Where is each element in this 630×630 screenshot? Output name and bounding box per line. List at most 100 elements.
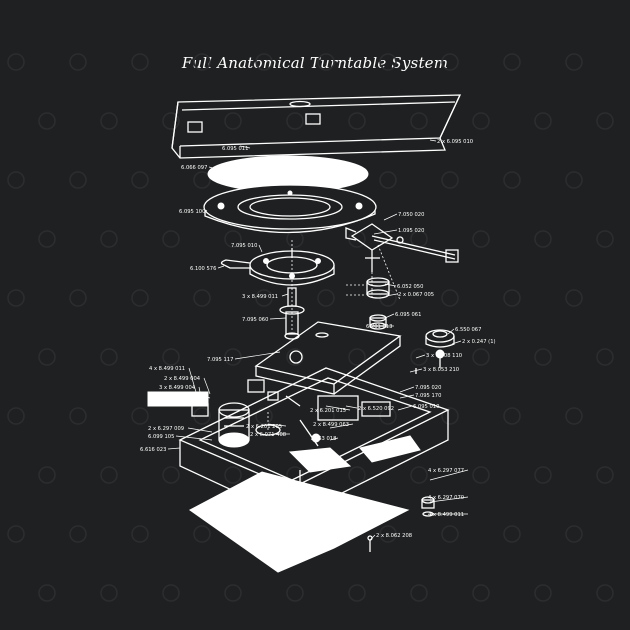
watermark-mark — [193, 171, 211, 189]
watermark-mark — [472, 230, 490, 248]
watermark-mark — [472, 466, 490, 484]
watermark-mark — [534, 348, 552, 366]
part-number-label: 2 x 6.297 009 — [148, 426, 184, 432]
part-number-label: 2 x 6.201 205 — [246, 424, 282, 430]
part-number-label: 4 x 6.297 070 — [428, 495, 464, 501]
part-number-label: 1.095 020 — [398, 228, 424, 234]
part-number-label: 6.100 576 — [190, 266, 216, 272]
watermark-mark — [255, 289, 273, 307]
leader-line — [325, 405, 351, 411]
part-number-label: 3 x 8.499 011 — [242, 294, 278, 300]
watermark-mark — [255, 53, 273, 71]
part-number-label: 6.095 010 — [413, 404, 439, 410]
watermark-pattern — [7, 53, 614, 602]
watermark-mark — [534, 466, 552, 484]
watermark-mark — [565, 407, 583, 425]
watermark-mark — [503, 171, 521, 189]
watermark-mark — [348, 112, 366, 130]
leader-line — [198, 386, 201, 393]
part-number-label: 2 x 6.071 408 — [250, 432, 286, 438]
speed-dial — [415, 329, 455, 374]
watermark-mark — [534, 584, 552, 602]
watermark-mark — [348, 466, 366, 484]
watermark-mark — [596, 348, 614, 366]
watermark-mark — [69, 53, 87, 71]
watermark-mark — [193, 289, 211, 307]
leader-line — [384, 313, 395, 319]
internal-mechanism — [255, 395, 421, 473]
watermark-mark — [69, 171, 87, 189]
part-number-label: 3 x 8.499 004 — [159, 385, 196, 391]
leader-line — [369, 534, 376, 541]
leader-line — [234, 351, 281, 360]
plinth — [178, 367, 450, 520]
leader-line — [329, 423, 354, 429]
leader-line — [384, 283, 397, 287]
watermark-mark — [565, 53, 583, 71]
leader-line — [175, 435, 213, 441]
watermark-mark — [441, 525, 459, 543]
part-number-label: 2 x 8.499 004 — [164, 376, 201, 382]
leader-line — [447, 328, 455, 335]
watermark-mark — [131, 53, 149, 71]
base-sheet — [189, 471, 410, 573]
watermark-mark — [69, 289, 87, 307]
leader-line — [399, 394, 415, 399]
part-number-label: 7.063 018 — [310, 436, 336, 442]
watermark-mark — [441, 171, 459, 189]
watermark-mark — [596, 230, 614, 248]
spindle-bearing — [279, 240, 305, 340]
leader-line — [329, 437, 339, 441]
part-number-label: 2 x 6.520 092 — [358, 406, 394, 412]
part-number-label: 6.099 105 — [148, 434, 174, 440]
leader-line — [269, 317, 287, 320]
watermark-mark — [472, 112, 490, 130]
part-number-label: 7.095 060 — [242, 317, 268, 323]
part-number-label: 6.201 013 — [366, 324, 392, 330]
part-number-label: 3 x 8.499 005 — [160, 393, 196, 399]
watermark-mark — [224, 348, 242, 366]
leader-line — [345, 405, 358, 409]
watermark-mark — [38, 348, 56, 366]
watermark-mark — [379, 171, 397, 189]
watermark-mark — [410, 584, 428, 602]
watermark-mark — [503, 53, 521, 71]
watermark-mark — [100, 348, 118, 366]
part-number-label: 3 x 8.053 210 — [423, 367, 459, 373]
watermark-mark — [286, 112, 304, 130]
part-number-label: 6.550 067 — [455, 327, 481, 333]
leader-line — [429, 139, 437, 142]
watermark-mark — [38, 584, 56, 602]
watermark-mark — [162, 112, 180, 130]
part-number-label: 2 x 8.499 063 — [313, 422, 349, 428]
part-number-label: 6.616 023 — [140, 447, 166, 453]
watermark-mark — [286, 230, 304, 248]
leader-line — [399, 386, 415, 393]
motor — [218, 402, 250, 448]
watermark-mark — [69, 525, 87, 543]
watermark-mark — [38, 112, 56, 130]
watermark-mark — [286, 584, 304, 602]
leader-line — [429, 469, 469, 481]
watermark-mark — [224, 112, 242, 130]
watermark-mark — [317, 53, 335, 71]
part-number-label: 7.095 117 — [207, 357, 233, 363]
leader-line — [383, 213, 398, 221]
leader-line — [415, 354, 426, 359]
leader-line — [187, 427, 213, 433]
leader-line — [239, 145, 251, 149]
leader-line — [199, 394, 211, 399]
part-number-label: 7.095 170 — [415, 393, 441, 399]
watermark-mark — [565, 289, 583, 307]
watermark-mark — [100, 230, 118, 248]
watermark-mark — [317, 289, 335, 307]
watermark-mark — [100, 112, 118, 130]
sub-platter — [220, 248, 335, 286]
watermark-mark — [441, 53, 459, 71]
tonearm — [345, 223, 459, 301]
watermark-mark — [224, 466, 242, 484]
watermark-mark — [38, 230, 56, 248]
